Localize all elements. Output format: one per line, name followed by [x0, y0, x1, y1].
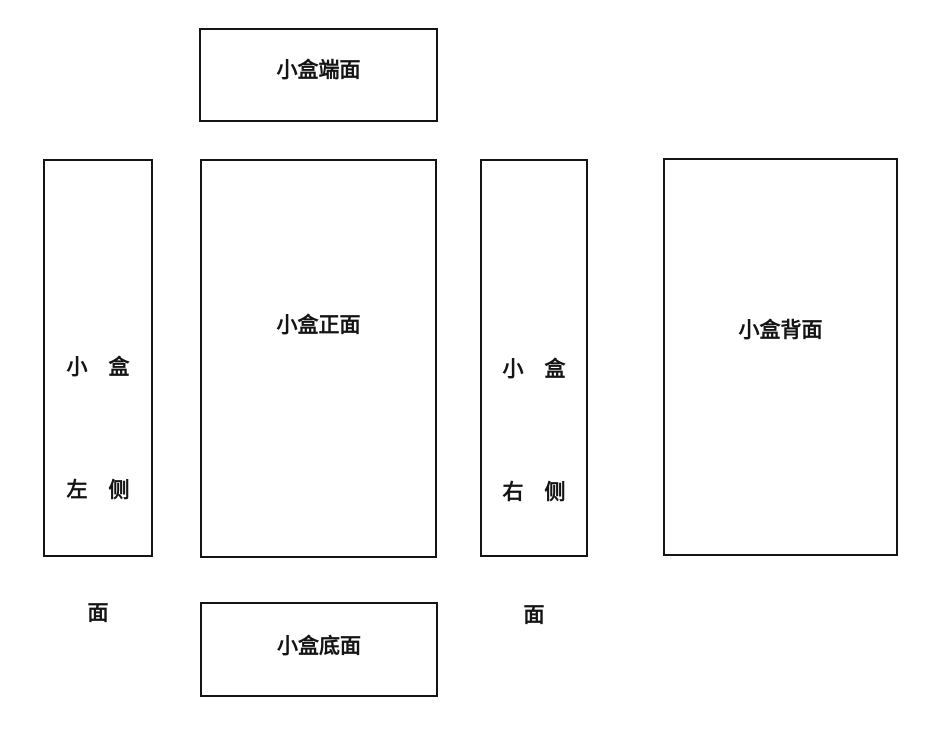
face-back-panel: 小盒背面 — [663, 158, 898, 556]
face-left-label-line1: 小 盒 — [66, 356, 130, 379]
face-left-label-line2: 左 侧 — [66, 479, 130, 502]
face-left-label-line3: 面 — [87, 602, 109, 625]
face-right-label-line2: 右 侧 — [502, 481, 566, 504]
face-bottom-panel: 小盒底面 — [200, 602, 438, 697]
face-right-label: 小 盒 右 侧 面 — [482, 267, 586, 718]
face-right-label-line3: 面 — [523, 604, 545, 627]
face-left-side-panel: 小 盒 左 侧 面 — [43, 159, 153, 625]
face-top-label: 小盒端面 — [276, 59, 361, 82]
face-right-label-line1: 小 盒 — [502, 358, 566, 381]
face-back-label: 小盒背面 — [738, 319, 823, 342]
face-left-label: 小 盒 左 侧 面 — [45, 265, 151, 716]
face-front-panel: 小盒正面 — [200, 159, 437, 558]
face-bottom-label: 小盒底面 — [277, 635, 361, 658]
face-top-end-panel: 小盒端面 — [199, 28, 438, 122]
face-front-label: 小盒正面 — [276, 314, 361, 337]
face-right-side-panel: 小 盒 右 侧 面 — [480, 159, 588, 627]
